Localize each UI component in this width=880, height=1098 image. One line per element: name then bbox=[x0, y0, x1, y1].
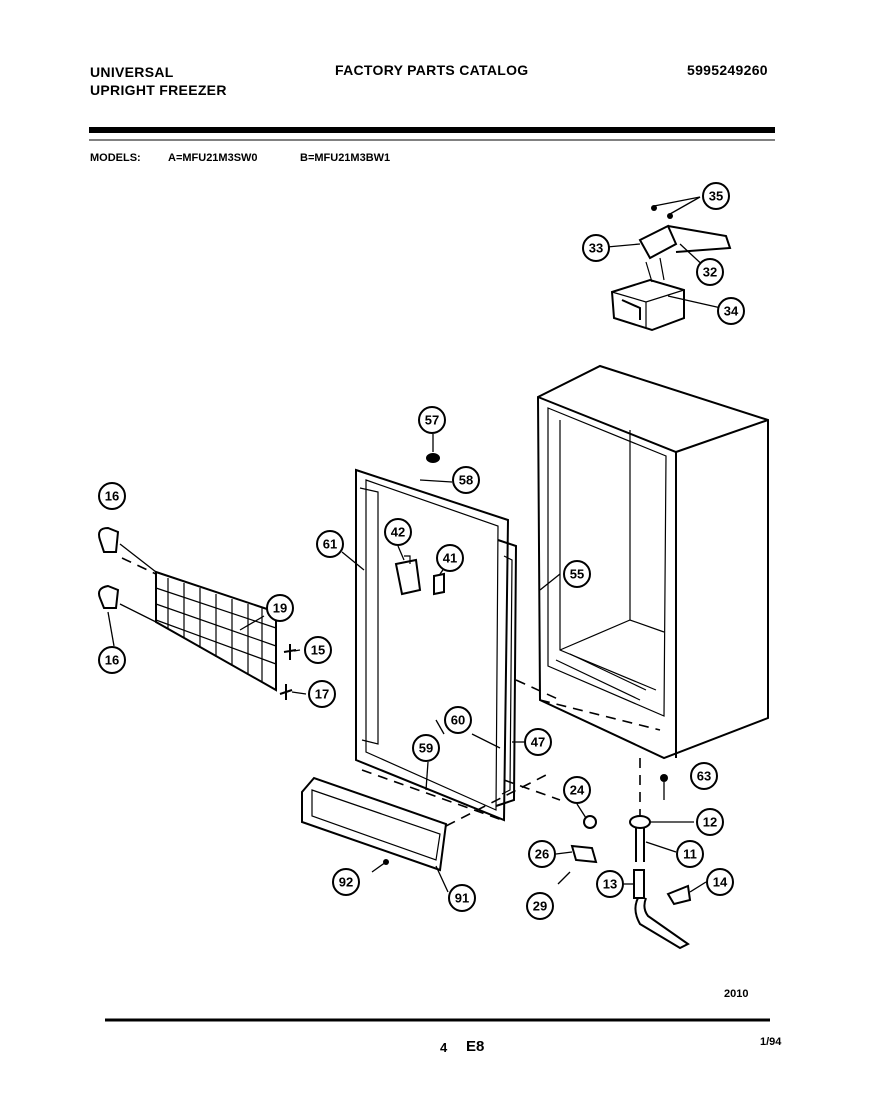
svg-text:14: 14 bbox=[713, 875, 728, 890]
callout-91: 91 bbox=[448, 884, 476, 912]
callout-35: 35 bbox=[702, 182, 730, 210]
callout-42: 42 bbox=[384, 518, 412, 546]
svg-text:47: 47 bbox=[531, 735, 545, 750]
svg-text:11: 11 bbox=[683, 847, 697, 862]
callout-12: 12 bbox=[696, 808, 724, 836]
svg-text:16: 16 bbox=[105, 653, 119, 668]
callout-61: 61 bbox=[316, 530, 344, 558]
door-frame bbox=[355, 453, 518, 822]
callout-60: 60 bbox=[444, 706, 472, 734]
callout-92: 92 bbox=[332, 868, 360, 896]
wire-grille bbox=[98, 526, 297, 700]
control-assembly bbox=[610, 196, 732, 332]
svg-text:63: 63 bbox=[697, 769, 711, 784]
svg-text:19: 19 bbox=[273, 601, 287, 616]
catalog-number: 5995249260 bbox=[687, 62, 768, 78]
svg-text:33: 33 bbox=[589, 241, 603, 256]
callout-11: 11 bbox=[676, 840, 704, 868]
drain-parts bbox=[557, 774, 692, 950]
product-label: UPRIGHT FREEZER bbox=[90, 82, 227, 98]
callout-32: 32 bbox=[696, 258, 724, 286]
callout-29: 29 bbox=[526, 892, 554, 920]
svg-text:92: 92 bbox=[339, 875, 353, 890]
callout-47: 47 bbox=[524, 728, 552, 756]
callout-57: 57 bbox=[418, 406, 446, 434]
svg-text:13: 13 bbox=[603, 877, 617, 892]
callout-41: 41 bbox=[436, 544, 464, 572]
drawing-code: 2010 bbox=[724, 988, 749, 1000]
svg-text:16: 16 bbox=[105, 489, 119, 504]
svg-text:42: 42 bbox=[391, 525, 405, 540]
section-code: E8 bbox=[466, 1038, 485, 1055]
svg-text:29: 29 bbox=[533, 899, 547, 914]
model-b: B=MFU21M3BW1 bbox=[300, 152, 391, 164]
callout-26: 26 bbox=[528, 840, 556, 868]
callout-55: 55 bbox=[563, 560, 591, 588]
svg-text:91: 91 bbox=[455, 891, 469, 906]
svg-text:26: 26 bbox=[535, 847, 549, 862]
callout-33: 33 bbox=[582, 234, 610, 262]
callout-13: 13 bbox=[596, 870, 624, 898]
catalog-title: FACTORY PARTS CATALOG bbox=[335, 62, 529, 78]
callout-15: 15 bbox=[304, 636, 332, 664]
model-a: A=MFU21M3SW0 bbox=[168, 152, 258, 164]
callout-34: 34 bbox=[717, 297, 745, 325]
models-label: MODELS: bbox=[90, 152, 141, 164]
callout-58: 58 bbox=[452, 466, 480, 494]
svg-text:57: 57 bbox=[425, 413, 439, 428]
callout-14: 14 bbox=[706, 868, 734, 896]
svg-text:34: 34 bbox=[724, 304, 739, 319]
callout-63: 63 bbox=[690, 762, 718, 790]
svg-text:60: 60 bbox=[451, 713, 465, 728]
leader-lines bbox=[107, 243, 731, 893]
page-number: 4 bbox=[440, 1040, 448, 1055]
svg-text:24: 24 bbox=[570, 783, 585, 798]
svg-text:55: 55 bbox=[570, 567, 584, 582]
callout-24: 24 bbox=[563, 776, 591, 804]
callout-16-top: 16 bbox=[98, 482, 126, 510]
revision-date: 1/94 bbox=[760, 1036, 782, 1048]
svg-text:35: 35 bbox=[709, 189, 723, 204]
svg-text:41: 41 bbox=[443, 551, 457, 566]
callout-19: 19 bbox=[266, 594, 294, 622]
header-rule bbox=[89, 127, 775, 133]
toe-grille bbox=[301, 776, 448, 873]
svg-text:59: 59 bbox=[419, 741, 433, 756]
svg-text:58: 58 bbox=[459, 473, 473, 488]
brand-label: UNIVERSAL bbox=[90, 64, 174, 80]
svg-text:61: 61 bbox=[323, 537, 337, 552]
callout-59: 59 bbox=[412, 734, 440, 762]
callout-17: 17 bbox=[308, 680, 336, 708]
callout-16-bottom: 16 bbox=[98, 646, 126, 674]
svg-text:32: 32 bbox=[703, 265, 717, 280]
alignment-lines bbox=[121, 557, 661, 827]
svg-text:15: 15 bbox=[311, 643, 325, 658]
svg-text:17: 17 bbox=[315, 687, 329, 702]
svg-text:12: 12 bbox=[703, 815, 717, 830]
